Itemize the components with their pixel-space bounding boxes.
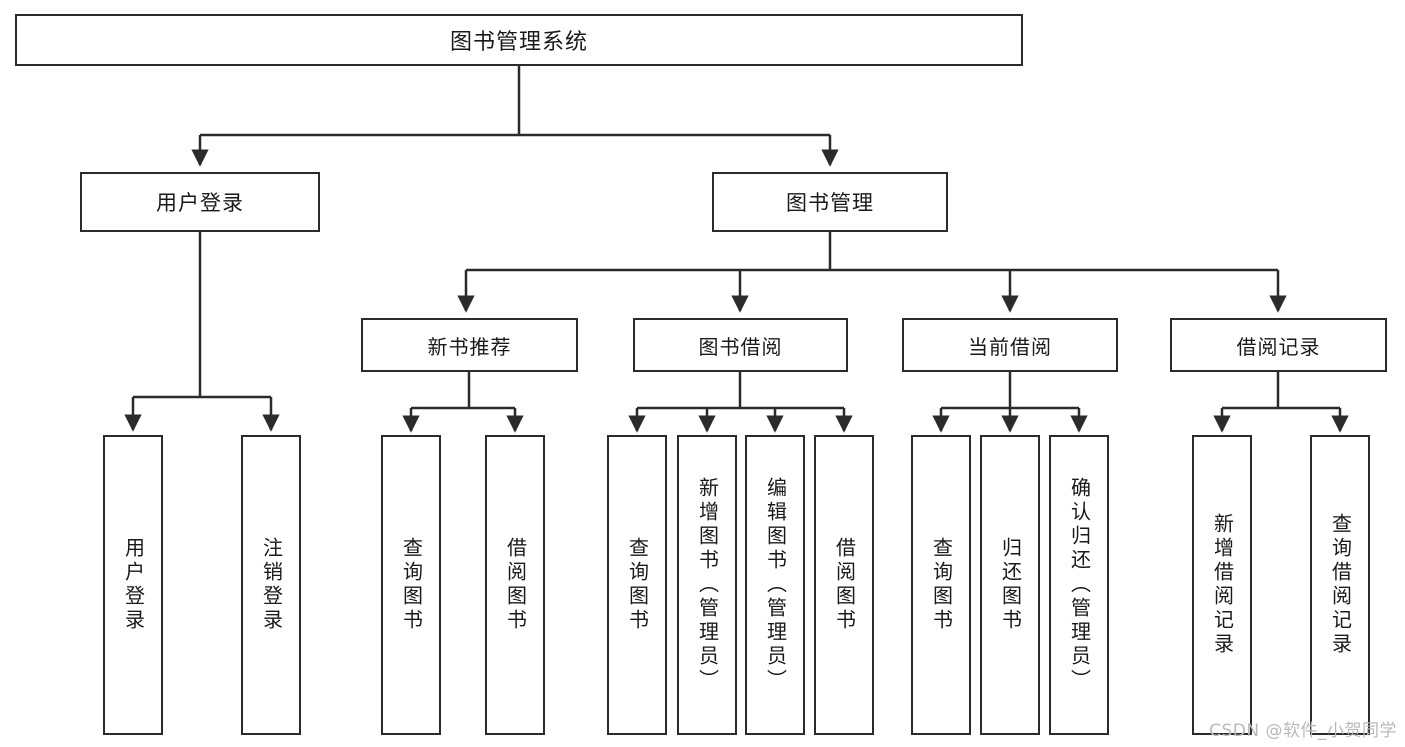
node-label: 确认归还（管理员） — [1067, 477, 1092, 693]
node-root-book-management-system[interactable]: 图书管理系统 — [15, 14, 1023, 66]
node-label: 用户登录 — [156, 191, 244, 215]
leaf-current-borrow-query-book[interactable]: 查询图书 — [911, 435, 971, 735]
csdn-watermark: CSDN @软件_小贺同学 — [1209, 721, 1397, 741]
node-book-management[interactable]: 图书管理 — [712, 172, 948, 232]
node-borrow-record[interactable]: 借阅记录 — [1170, 318, 1387, 372]
node-label: 注销登录 — [259, 537, 284, 633]
leaf-borrow-record-query-record[interactable]: 查询借阅记录 — [1310, 435, 1370, 735]
leaf-user-login-logout[interactable]: 注销登录 — [241, 435, 301, 735]
node-label: 图书管理 — [786, 191, 874, 215]
leaf-user-login-login[interactable]: 用户登录 — [103, 435, 163, 735]
leaf-new-book-query-book[interactable]: 查询图书 — [381, 435, 441, 735]
node-label: 借阅记录 — [1236, 334, 1321, 359]
node-label: 查询借阅记录 — [1328, 513, 1353, 657]
leaf-book-borrow-add-book-admin[interactable]: 新增图书（管理员） — [677, 435, 737, 735]
node-label: 查询图书 — [929, 537, 954, 633]
node-label: 新增借阅记录 — [1210, 513, 1235, 657]
node-label: 归还图书 — [998, 537, 1023, 633]
node-label: 查询图书 — [625, 537, 650, 633]
node-label: 图书管理系统 — [449, 30, 588, 55]
leaf-book-borrow-query-book[interactable]: 查询图书 — [607, 435, 667, 735]
node-label: 查询图书 — [399, 537, 424, 633]
node-current-borrow[interactable]: 当前借阅 — [902, 318, 1118, 372]
leaf-book-borrow-edit-book-admin[interactable]: 编辑图书（管理员） — [745, 435, 805, 735]
node-label: 图书借阅 — [698, 334, 783, 359]
leaf-current-borrow-confirm-return-admin[interactable]: 确认归还（管理员） — [1049, 435, 1109, 735]
node-label: 当前借阅 — [968, 334, 1052, 359]
node-book-borrow[interactable]: 图书借阅 — [633, 318, 848, 372]
node-label: 用户登录 — [121, 537, 146, 633]
node-label: 借阅图书 — [832, 537, 857, 633]
node-label: 新书推荐 — [427, 334, 512, 359]
leaf-current-borrow-return-book[interactable]: 归还图书 — [980, 435, 1040, 735]
node-user-login[interactable]: 用户登录 — [80, 172, 320, 232]
leaf-book-borrow-borrow-book[interactable]: 借阅图书 — [814, 435, 874, 735]
node-label: 新增图书（管理员） — [695, 477, 720, 693]
node-label: 借阅图书 — [503, 537, 528, 633]
leaf-borrow-record-add-record[interactable]: 新增借阅记录 — [1192, 435, 1252, 735]
leaf-new-book-borrow-book[interactable]: 借阅图书 — [485, 435, 545, 735]
node-label: 编辑图书（管理员） — [763, 477, 788, 693]
node-new-book-recommend[interactable]: 新书推荐 — [361, 318, 578, 372]
